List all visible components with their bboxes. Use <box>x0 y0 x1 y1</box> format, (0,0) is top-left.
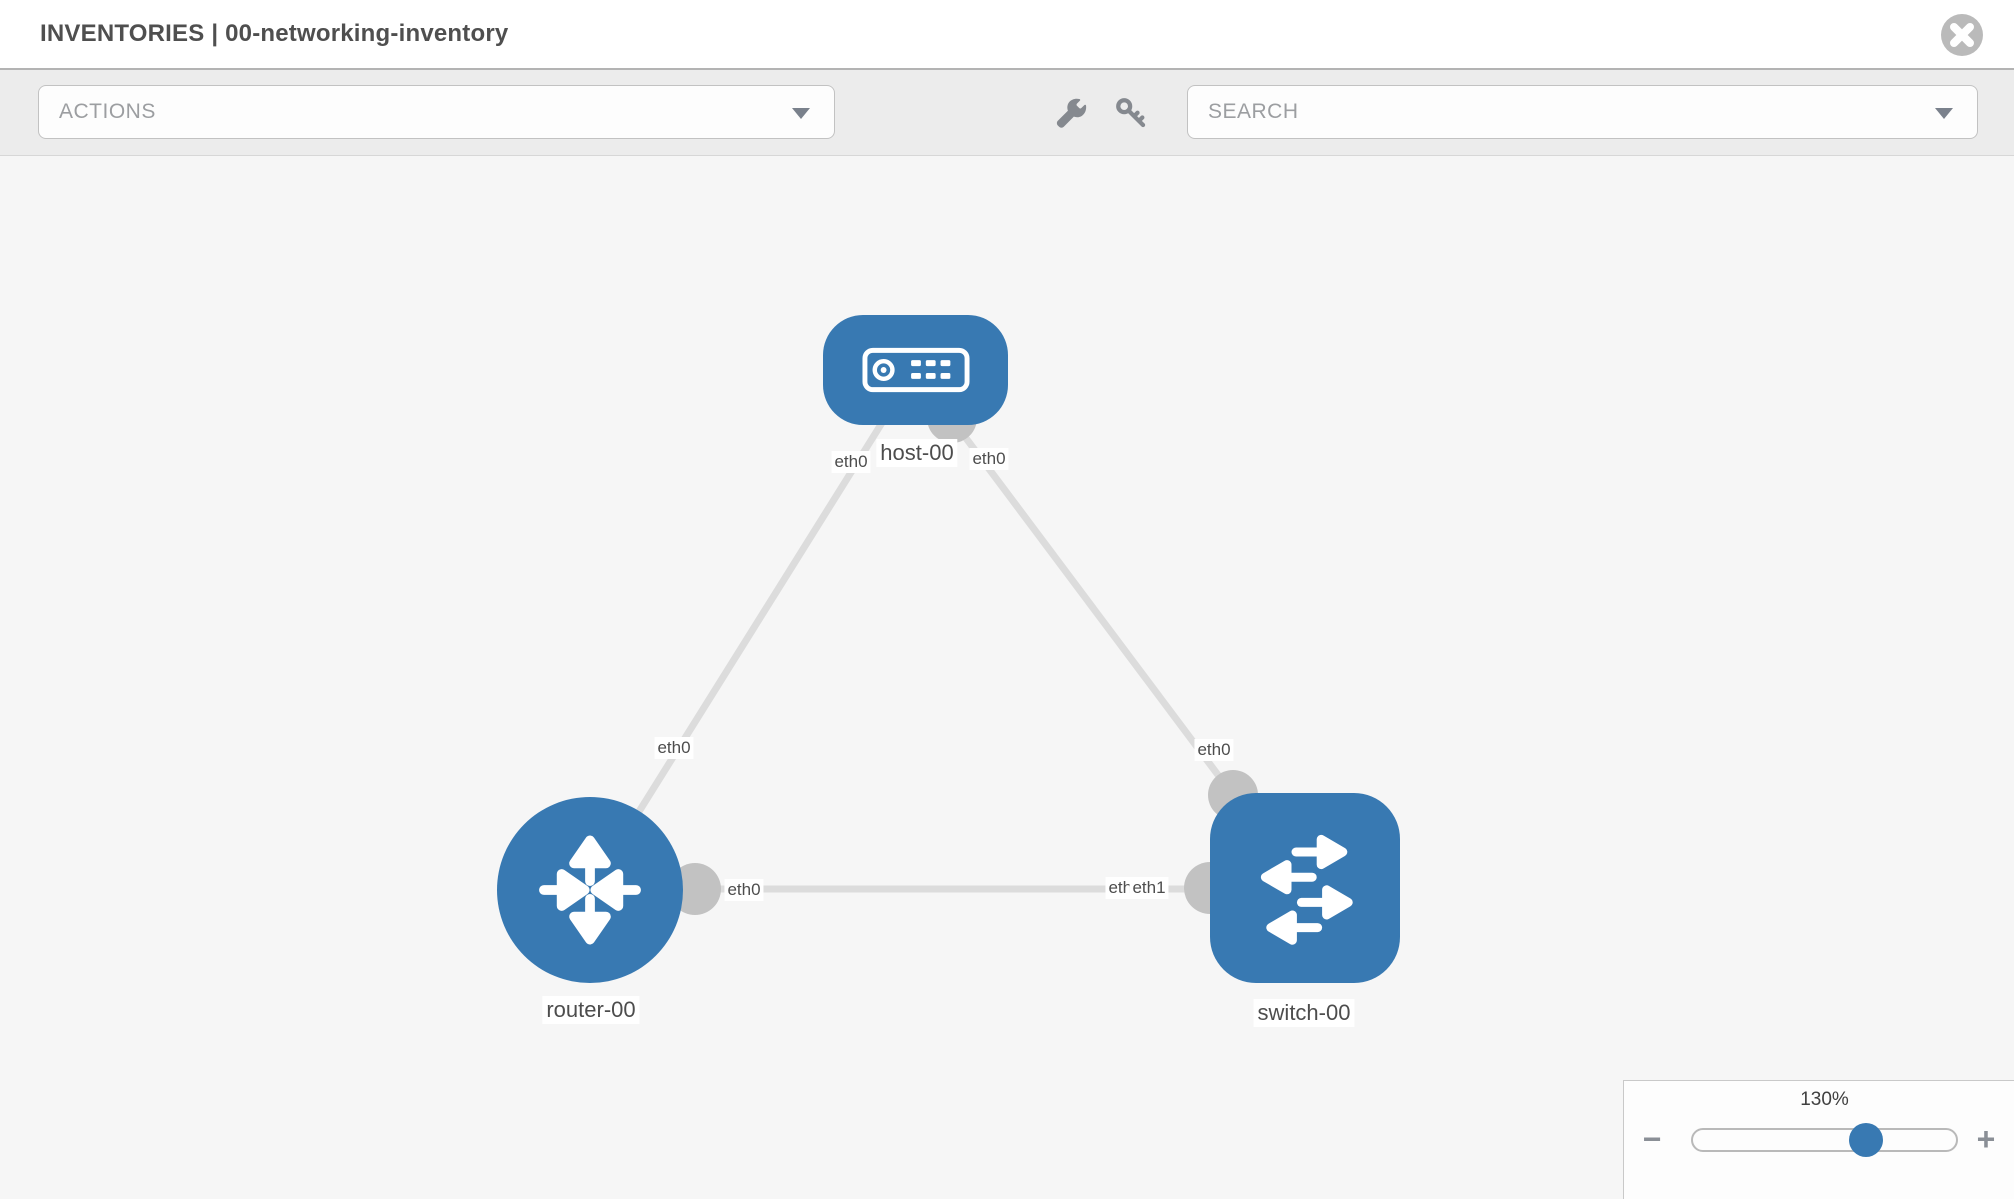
tools-button[interactable] <box>1055 96 1089 130</box>
zoom-slider[interactable] <box>1691 1123 1958 1157</box>
interface-label-host-left: eth0 <box>831 451 871 473</box>
topology-canvas[interactable]: host-00 router-00 switch-00 eth0 eth0 et… <box>0 156 2014 1199</box>
switch-icon <box>1260 834 1353 945</box>
credentials-button[interactable] <box>1114 96 1148 130</box>
link-host-switch[interactable] <box>912 367 1236 798</box>
node-label-router: router-00 <box>542 996 640 1024</box>
close-icon <box>1941 14 1983 56</box>
interface-label-router-top: eth0 <box>654 737 694 759</box>
zoom-panel: 130% − + <box>1623 1080 2014 1199</box>
node-switch-00[interactable] <box>1210 793 1400 983</box>
interface-label-switch-side-front: eth1 <box>1129 877 1169 899</box>
zoom-slider-thumb[interactable] <box>1849 1123 1883 1157</box>
node-router-00[interactable] <box>497 797 683 983</box>
zoom-out-button[interactable]: − <box>1632 1119 1672 1159</box>
wrench-icon <box>1056 98 1087 128</box>
node-label-host: host-00 <box>876 439 958 467</box>
search-box[interactable] <box>1187 85 1978 139</box>
node-label-switch: switch-00 <box>1253 999 1355 1027</box>
search-input[interactable] <box>1208 100 1977 124</box>
chevron-down-icon <box>792 108 810 119</box>
interface-label-router-side: eth0 <box>724 879 764 901</box>
router-icon <box>539 835 641 945</box>
toolbar: ACTIONS <box>0 70 2014 156</box>
close-button[interactable] <box>1940 13 1984 57</box>
node-host-00[interactable] <box>823 315 1008 425</box>
interface-label-switch-top: eth0 <box>1194 739 1234 761</box>
interface-label-host-right: eth0 <box>969 448 1009 470</box>
server-icon <box>861 347 970 393</box>
key-icon <box>1116 98 1146 128</box>
zoom-in-button[interactable]: + <box>1966 1119 2006 1159</box>
page-title: INVENTORIES | 00-networking-inventory <box>40 20 509 47</box>
chevron-down-icon <box>1935 108 1953 119</box>
zoom-level: 130% <box>1800 1089 1849 1110</box>
actions-dropdown-label: ACTIONS <box>59 100 156 123</box>
links-layer <box>587 367 1236 893</box>
actions-dropdown[interactable]: ACTIONS <box>38 85 835 139</box>
window-header: INVENTORIES | 00-networking-inventory <box>0 0 2014 70</box>
